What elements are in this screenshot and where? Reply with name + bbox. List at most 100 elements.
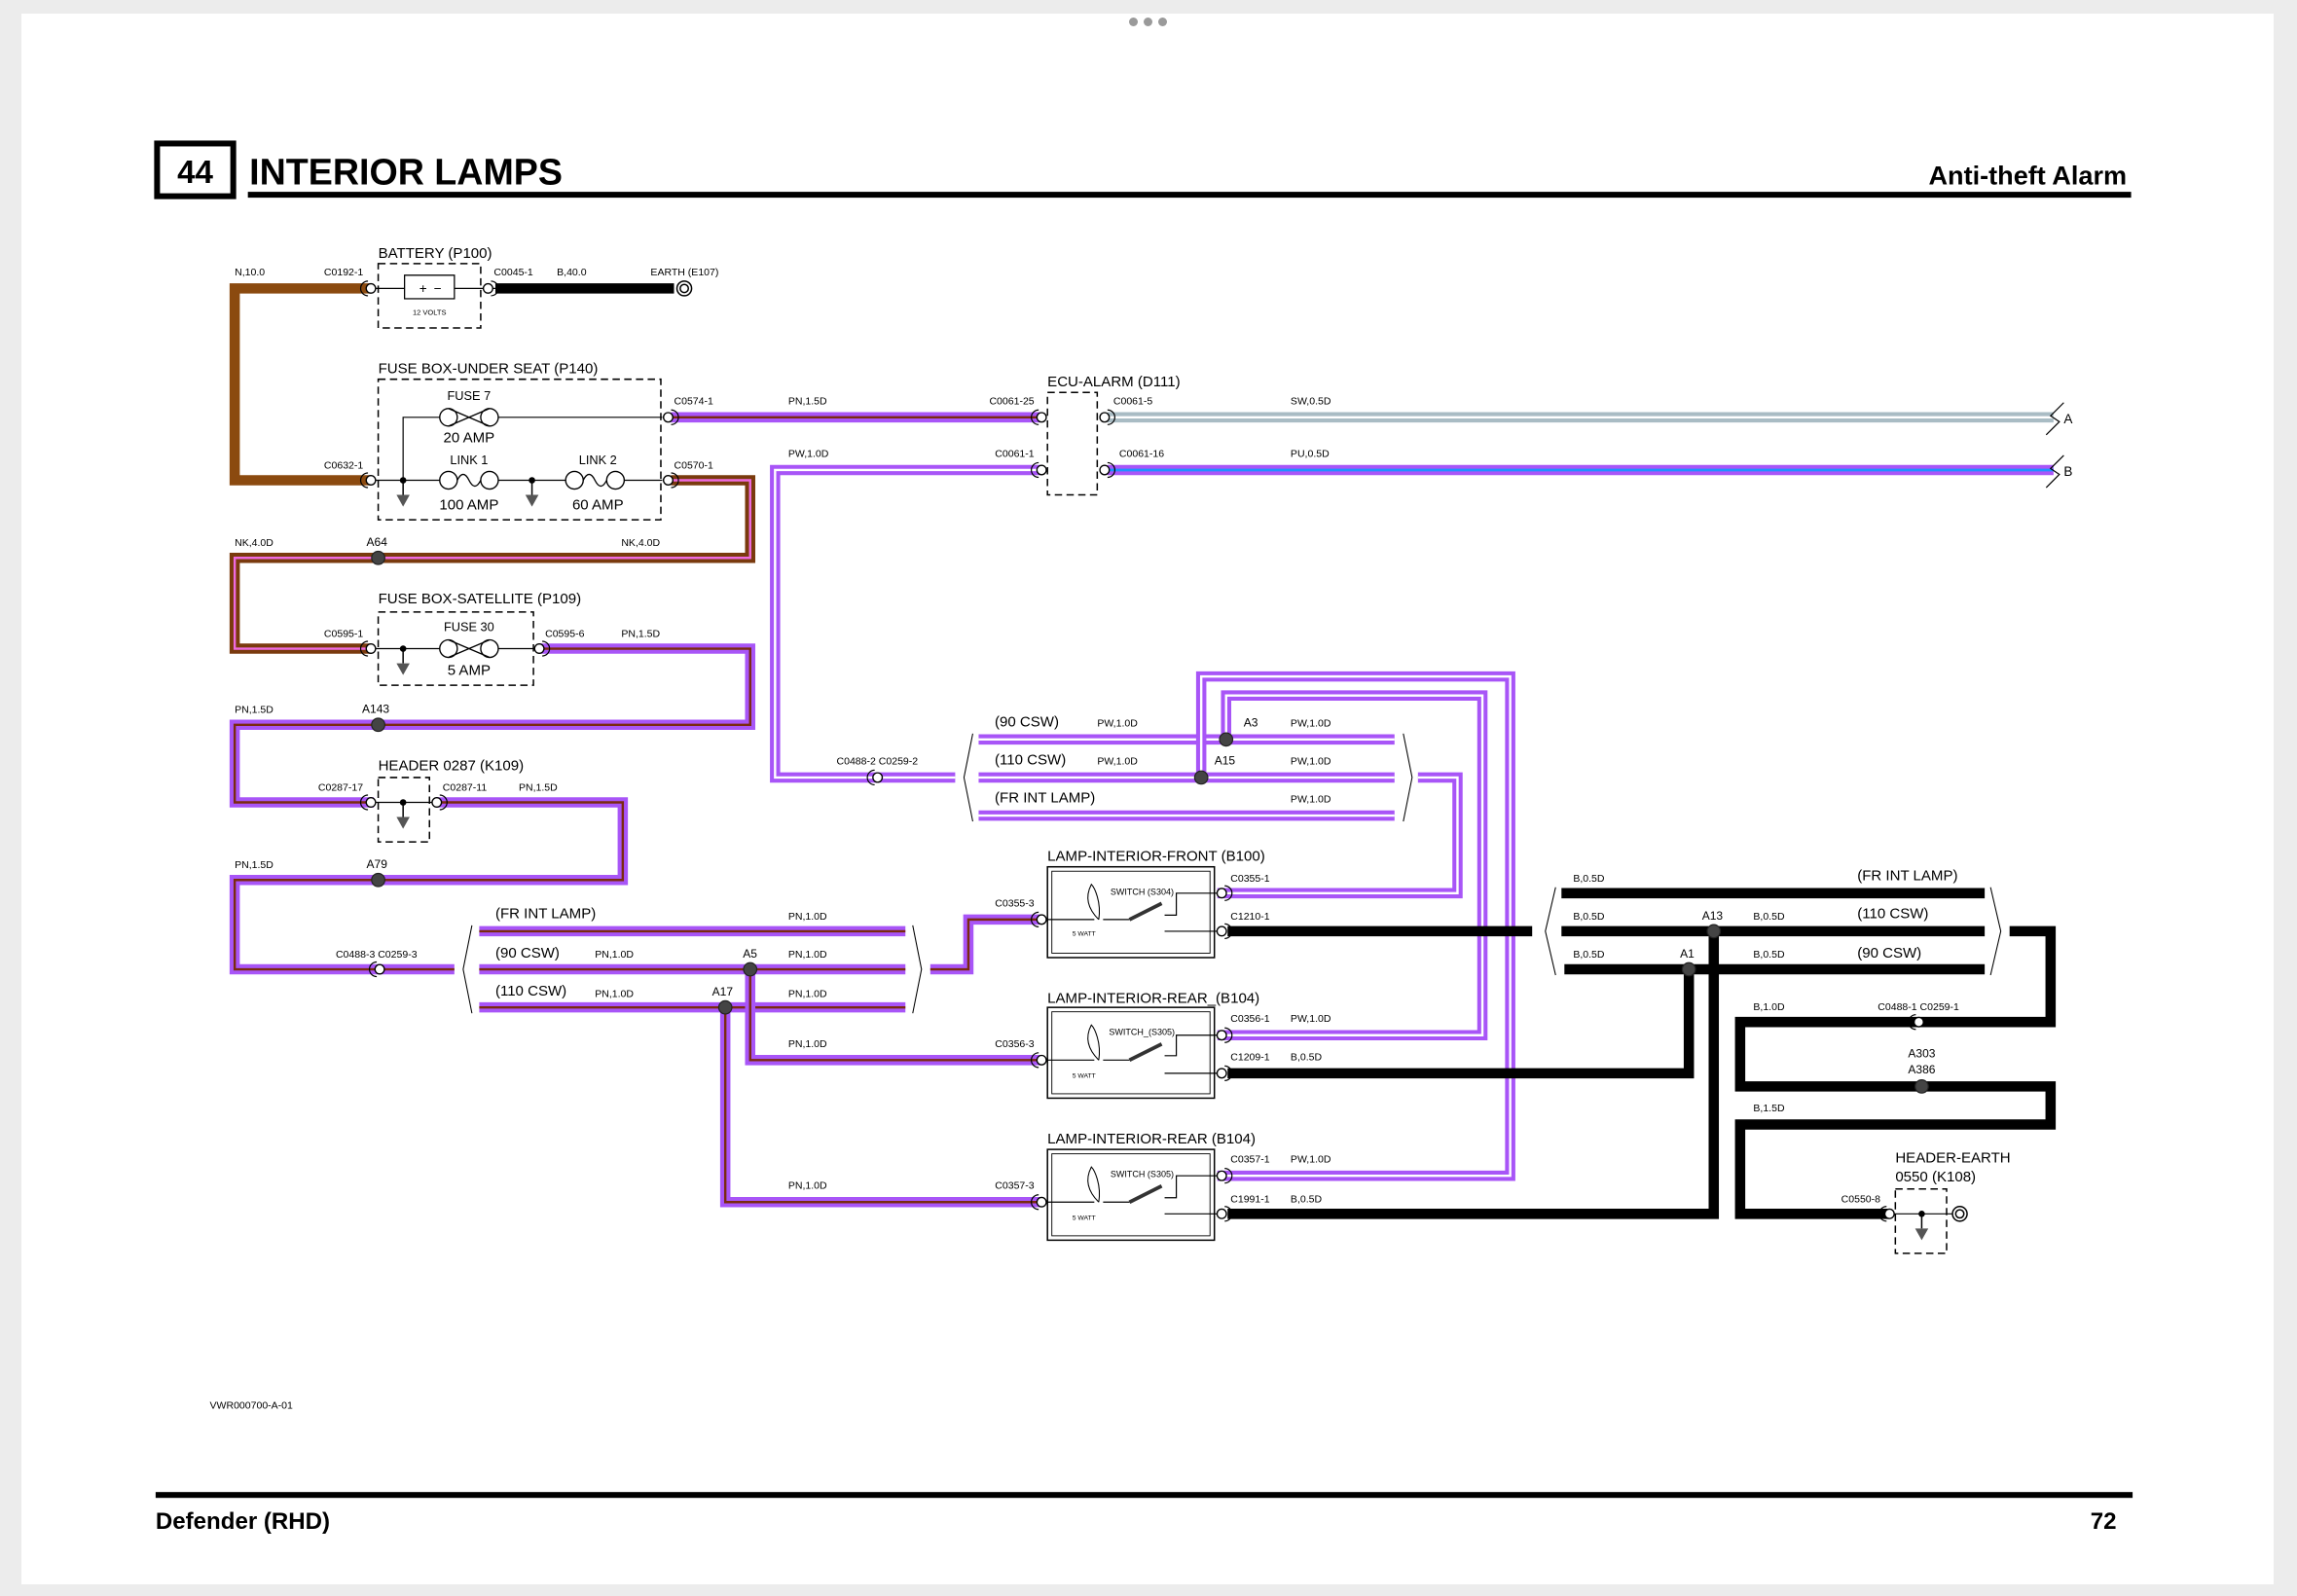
wire-label: PN,1.5D xyxy=(235,705,273,716)
bulb-icon xyxy=(1087,1166,1101,1203)
lamp-interior-front-b100[interactable]: LAMP-INTERIOR-FRONT (B100) SWITCH (S304)… xyxy=(995,849,1270,959)
splice-label: A79 xyxy=(367,857,388,871)
wire-label: PN,1.5D xyxy=(621,628,660,639)
wire-label: B,0.5D xyxy=(1753,911,1785,923)
header-earth-label: HEADER-EARTH xyxy=(1895,1150,2010,1167)
page-title: INTERIOR LAMPS xyxy=(249,152,563,193)
fuse-box-under-seat-p140[interactable]: FUSE BOX-UNDER SEAT (P140) FUSE 7 20 AMP… xyxy=(324,361,713,521)
harness-label: (110 CSW) xyxy=(495,983,566,999)
splice-label: A143 xyxy=(362,703,389,716)
wire-label: PN,1.0D xyxy=(788,1180,827,1192)
harness-label: (FR INT LAMP) xyxy=(1857,867,1957,884)
continuation-a[interactable]: A xyxy=(2063,412,2072,426)
conn-label: C1210-1 xyxy=(1230,911,1269,923)
conn-label: C1991-1 xyxy=(1230,1193,1269,1205)
header-0287-k109[interactable]: HEADER 0287 (K109) C0287-17 C0287-11 xyxy=(318,757,524,843)
conn-label: C0061-1 xyxy=(995,448,1034,459)
continuation-b[interactable]: B xyxy=(2063,464,2072,479)
link-name: LINK 1 xyxy=(450,453,488,467)
fusible-link-icon xyxy=(565,470,626,490)
conn-label: C0357-1 xyxy=(1230,1154,1269,1166)
link-rating: 100 AMP xyxy=(439,497,498,514)
harness-label: (110 CSW) xyxy=(995,751,1066,768)
switch-label: SWITCH (S305) xyxy=(1111,1170,1174,1179)
lamp-interior-rear-b104-2[interactable]: LAMP-INTERIOR-REAR (B104) SWITCH (S305) … xyxy=(995,1131,1270,1242)
fuse-rating: 5 AMP xyxy=(448,663,491,679)
wire-label: PN,1.0D xyxy=(788,911,827,923)
wire-label: PN,1.0D xyxy=(788,989,827,1000)
splice-icon xyxy=(717,999,733,1015)
wire-label: PU,0.5D xyxy=(1291,448,1330,459)
drawing-reference: VWR000700-A-01 xyxy=(210,1399,293,1411)
lamp-label: LAMP-INTERIOR-REAR_(B104) xyxy=(1047,991,1259,1007)
conn-label: C0045-1 xyxy=(493,267,532,278)
wire-label: PN,1.5D xyxy=(788,395,827,407)
wire-label: B,0.5D xyxy=(1573,949,1605,961)
conn-label: C0287-17 xyxy=(318,781,363,793)
lamp-interior-rear-b104-1[interactable]: LAMP-INTERIOR-REAR_(B104) SWITCH_(S305) … xyxy=(995,991,1270,1100)
wire-label: PN,1.0D xyxy=(595,949,634,961)
wire-label: PW,1.0D xyxy=(1097,717,1138,729)
fuse-box-label: FUSE BOX-SATELLITE (P109) xyxy=(379,591,582,607)
splice-label: A5 xyxy=(743,947,757,961)
conn-label: C0287-11 xyxy=(443,781,488,793)
earth-eyelet-icon xyxy=(675,280,693,297)
harness-label: (90 CSW) xyxy=(995,713,1059,730)
link-rating: 60 AMP xyxy=(572,497,624,514)
battery-p100[interactable]: +− BATTERY (P100) 12 VOLTS C0192-1 C0045… xyxy=(324,245,533,329)
wire-label: B,1.5D xyxy=(1753,1103,1785,1114)
wire-label: SW,0.5D xyxy=(1291,395,1331,407)
battery-label: BATTERY (P100) xyxy=(379,245,492,262)
ground-icon xyxy=(395,647,411,676)
wire-label: NK,4.0D xyxy=(621,537,660,549)
fuse-box-label: FUSE BOX-UNDER SEAT (P140) xyxy=(379,361,599,378)
section-number: 44 xyxy=(177,155,213,191)
conn-label: C0632-1 xyxy=(324,459,363,471)
splice-icon xyxy=(743,961,758,977)
lamp-label: LAMP-INTERIOR-REAR (B104) xyxy=(1047,1131,1256,1147)
lamp-watt: 5 WATT xyxy=(1073,930,1096,937)
wire-label: PW,1.0D xyxy=(1291,1013,1331,1025)
conn-label: C0488-1 C0259-1 xyxy=(1878,1001,1959,1013)
ground-icon xyxy=(395,479,411,508)
splice-label: A3 xyxy=(1244,715,1258,729)
conn-label: C1209-1 xyxy=(1230,1051,1269,1063)
section-number-box xyxy=(154,140,237,200)
wire-label: B,40.0 xyxy=(557,267,587,278)
pw-harness xyxy=(978,671,1515,1181)
earth-eyelet-icon xyxy=(1951,1206,1968,1222)
splice-icon xyxy=(1681,961,1696,977)
conn-label: C0574-1 xyxy=(675,395,713,407)
svg-text:+: + xyxy=(419,281,427,296)
wire-label: PW,1.0D xyxy=(788,448,829,459)
header-earth-label: 0550 (K108) xyxy=(1895,1169,1976,1185)
switch-icon xyxy=(1128,901,1163,922)
harness-label: (90 CSW) xyxy=(495,945,560,961)
splice-label: A13 xyxy=(1702,909,1724,923)
conn-label: C0488-3 C0259-3 xyxy=(336,949,418,961)
fuse-rating: 20 AMP xyxy=(444,429,495,446)
conn-label: C0355-1 xyxy=(1230,873,1269,885)
ecu-alarm-d111[interactable]: ECU-ALARM (D111) C0061-25 C0061-1 C0061-… xyxy=(989,374,1181,496)
more-options-icon[interactable] xyxy=(1129,18,1167,26)
splice-icon xyxy=(1193,770,1209,785)
fuse-box-satellite-p109[interactable]: FUSE BOX-SATELLITE (P109) FUSE 30 5 AMP … xyxy=(324,591,585,686)
splice-icon xyxy=(1706,924,1722,939)
fuse-name: FUSE 7 xyxy=(448,388,492,403)
conn-label: C0488-2 C0259-2 xyxy=(837,755,919,767)
header-rule xyxy=(247,192,2132,199)
wire-pn-header xyxy=(229,797,629,975)
ground-icon xyxy=(525,479,540,508)
harness-label: (110 CSW) xyxy=(1857,905,1928,922)
splice-label: A1 xyxy=(1680,947,1695,961)
fuse-icon xyxy=(439,638,499,659)
conn-label: C0192-1 xyxy=(324,267,363,278)
splice-label: A386 xyxy=(1908,1063,1935,1076)
conn-label: C0570-1 xyxy=(675,459,713,471)
harness-label: (FR INT LAMP) xyxy=(995,790,1095,807)
page xyxy=(21,14,2274,1584)
wire-label: PW,1.0D xyxy=(1291,794,1331,806)
header-earth-0550-k108[interactable]: HEADER-EARTH 0550 (K108) C0550-8 xyxy=(1841,1150,2011,1254)
splice-label: A17 xyxy=(712,985,734,998)
